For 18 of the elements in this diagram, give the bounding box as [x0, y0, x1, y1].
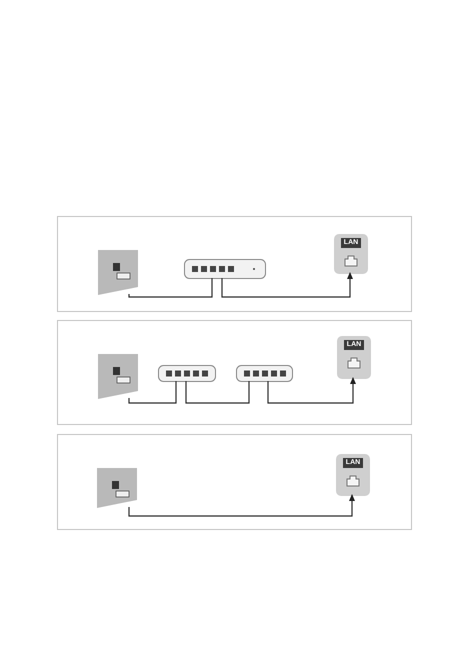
diagram-panel	[57, 434, 412, 530]
cable-connector	[128, 278, 213, 298]
cable-connector	[128, 494, 355, 517]
router-drawing	[184, 259, 266, 279]
wall-outlet-drawing	[98, 354, 138, 399]
router-drawing	[158, 365, 216, 382]
lan-port-panel	[336, 454, 370, 496]
lan-port-panel	[337, 336, 371, 379]
cable-connector	[267, 377, 356, 404]
wall-outlet-drawing	[98, 250, 138, 295]
router-drawing	[236, 365, 293, 382]
diagram-panel	[57, 320, 412, 425]
cable-connector	[185, 381, 250, 404]
cable-connector	[221, 272, 353, 298]
lan-port-panel	[334, 234, 368, 274]
cable-connector	[128, 381, 177, 404]
diagram-panel	[57, 216, 412, 312]
wall-outlet-drawing	[97, 468, 137, 508]
